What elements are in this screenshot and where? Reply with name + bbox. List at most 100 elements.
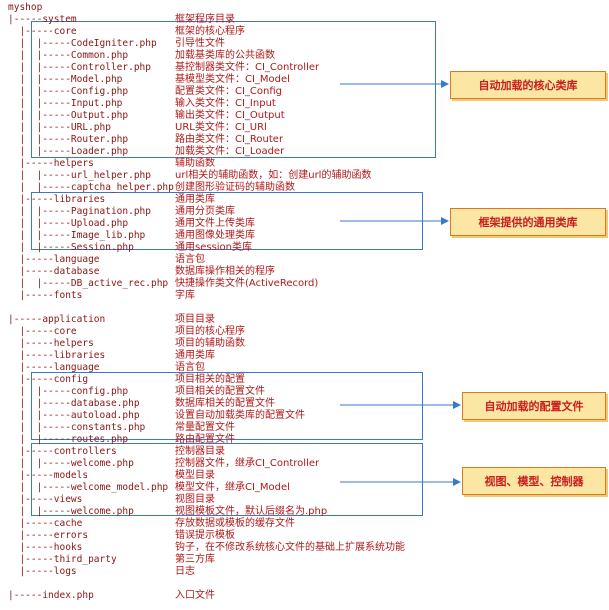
tree-comment: 项目相关的配置 <box>175 374 245 385</box>
tree-comment: url相关的辅助函数，如：创建url的辅助函数 <box>175 170 372 181</box>
tree-comment: 入口文件 <box>175 590 215 601</box>
tree-comment: 加载类文件：CI_Loader <box>175 146 285 157</box>
tree-path: | |-----Loader.php <box>8 146 129 157</box>
tree-comment: 项目目录 <box>175 314 215 325</box>
tree-path: | |-----captcha_helper.php <box>8 182 174 193</box>
tree-path: | |-----URL.php <box>8 122 111 133</box>
mvc-box <box>31 443 423 516</box>
tree-path: | |-----autoload.php <box>8 410 140 421</box>
tree-path: |-----helpers <box>8 338 94 349</box>
tree-comment: 引导性文件 <box>175 38 225 49</box>
tree-path: | |-----config.php <box>8 386 129 397</box>
tree-path: |-----libraries <box>8 350 106 361</box>
callout-mvc: 视图、模型、控制器 <box>462 467 606 495</box>
tree-path: | |-----Controller.php <box>8 62 151 73</box>
tree-path: | |-----Common.php <box>8 50 129 61</box>
tree-path: | |-----Image_lib.php <box>8 230 146 241</box>
callout-libraries: 框架提供的通用类库 <box>450 208 606 236</box>
callout-core-classes: 自动加载的核心类库 <box>450 71 606 99</box>
tree-comment: 语言包 <box>175 254 205 265</box>
tree-path: |-----core <box>8 26 77 37</box>
tree-path: | |-----CodeIgniter.php <box>8 38 157 49</box>
tree-path: |-----application <box>8 314 106 325</box>
tree-comment: 输入类文件：CI_Input <box>175 98 276 109</box>
tree-path: myshop <box>8 2 43 13</box>
tree-comment: 控制器文件，继承CI_Controller <box>175 458 320 469</box>
tree-path: | |-----Upload.php <box>8 218 129 229</box>
tree-comment: 通用图像处理类库 <box>175 230 255 241</box>
tree-path: |-----controllers <box>8 446 117 457</box>
tree-path: | |-----Output.php <box>8 110 129 121</box>
tree-comment: 控制器目录 <box>175 446 225 457</box>
tree-path: | |-----Pagination.php <box>8 206 151 217</box>
tree-comment: 配置类文件：CI_Config <box>175 86 283 97</box>
core-classes-box <box>31 21 436 158</box>
tree-comment: 第三方库 <box>175 554 215 565</box>
tree-path: |-----views <box>8 494 83 505</box>
tree-comment: 通用文件上传类库 <box>175 218 255 229</box>
tree-path: | |-----Model.php <box>8 74 123 85</box>
tree-comment: 项目相关的配置文件 <box>175 386 265 397</box>
tree-comment: 存放数据或模板的缓存文件 <box>175 518 295 529</box>
tree-comment: 日志 <box>175 566 195 577</box>
tree-comment: 路由类文件：CI_Router <box>175 134 284 145</box>
tree-comment: 钩子，在不修改系统核心文件的基础上扩展系统功能 <box>175 542 405 553</box>
tree-path: |-----system <box>8 14 77 25</box>
tree-comment: 项目的核心程序 <box>175 326 245 337</box>
tree-path: | |-----url_helper.php <box>8 170 151 181</box>
tree-comment: 通用类库 <box>175 350 215 361</box>
tree-path: | |-----Config.php <box>8 86 129 97</box>
tree-comment: 模型目录 <box>175 470 215 481</box>
config-box <box>31 372 423 440</box>
tree-path: | |-----Input.php <box>8 98 123 109</box>
tree-comment: 输出类文件：CI_Output <box>175 110 285 121</box>
tree-path: | |-----welcome.php <box>8 506 134 517</box>
tree-path: |-----models <box>8 470 89 481</box>
tree-path: | |-----routes.php <box>8 434 129 445</box>
tree-path: |-----errors <box>8 530 89 541</box>
tree-comment: 快捷操作类文件(ActiveRecord) <box>175 278 319 289</box>
tree-path: |-----index.php <box>8 590 94 601</box>
tree-comment: 常量配置文件 <box>175 422 235 433</box>
tree-comment: 通用分页类库 <box>175 206 235 217</box>
tree-path: |-----logs <box>8 566 77 577</box>
tree-path: |-----config <box>8 374 89 385</box>
tree-comment: 创建图形验证码的辅助函数 <box>175 182 295 193</box>
tree-comment: 辅助函数 <box>175 158 215 169</box>
tree-comment: 框架的核心程序 <box>175 26 245 37</box>
tree-path: |-----third_party <box>8 554 117 565</box>
tree-path: |-----fonts <box>8 290 83 301</box>
tree-comment: 路由配置文件 <box>175 434 235 445</box>
tree-path: |-----core <box>8 326 77 337</box>
tree-path: |-----language <box>8 362 100 373</box>
tree-path: | |-----Router.php <box>8 134 129 145</box>
tree-comment: 错误提示模板 <box>175 530 235 541</box>
tree-comment: 框架程序目录 <box>175 14 235 25</box>
tree-path: |-----libraries <box>8 194 106 205</box>
tree-path: | |-----DB_active_rec.php <box>8 278 169 289</box>
tree-path: |-----helpers <box>8 158 94 169</box>
tree-path: |-----database <box>8 266 100 277</box>
tree-path: |-----cache <box>8 518 83 529</box>
tree-comment: 语言包 <box>175 362 205 373</box>
tree-path: |-----language <box>8 254 100 265</box>
libraries-box <box>31 192 423 250</box>
tree-comment: 视图模板文件，默认后缀名为.php <box>175 506 328 517</box>
callout-config: 自动加载的配置文件 <box>462 392 606 420</box>
tree-comment: 基模型类文件：CI_Model <box>175 74 290 85</box>
tree-comment: 数据库操作相关的程序 <box>175 266 275 277</box>
tree-path: | |-----constants.php <box>8 422 146 433</box>
tree-path: | |-----Session.php <box>8 242 134 253</box>
tree-comment: 设置自动加载类库的配置文件 <box>175 410 305 421</box>
tree-path: |-----hooks <box>8 542 83 553</box>
tree-comment: 项目的辅助函数 <box>175 338 245 349</box>
tree-comment: 模型文件，继承CI_Model <box>175 482 290 493</box>
tree-path: | |-----welcome_model.php <box>8 482 169 493</box>
tree-comment: 视图目录 <box>175 494 215 505</box>
tree-path: | |-----welcome.php <box>8 458 134 469</box>
tree-comment: 加载基类库的公共函数 <box>175 50 275 61</box>
tree-comment: 字库 <box>175 290 195 301</box>
tree-comment: 通用session类库 <box>175 242 253 253</box>
